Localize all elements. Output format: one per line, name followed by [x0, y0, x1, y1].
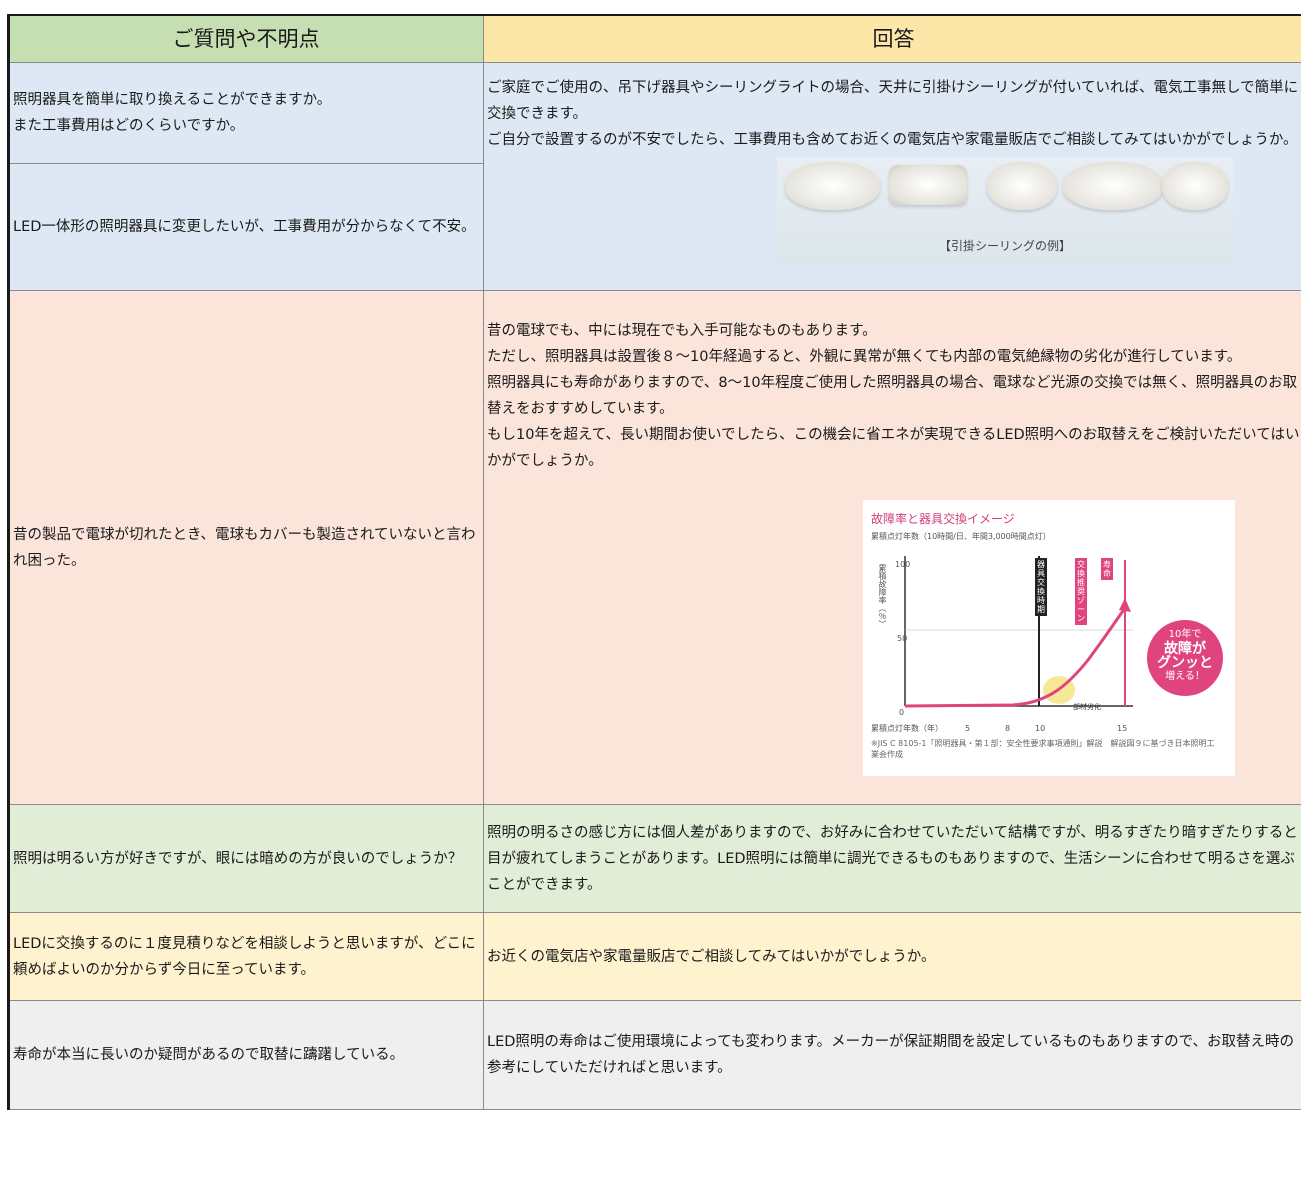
y-tick: 100 [895, 559, 911, 569]
answer-text: ただし、照明器具は設置後８～10年経過すると、外観に異常が無くても内部の電気絶縁… [487, 348, 1242, 365]
graph-zone-label: 部材劣化 [1073, 702, 1101, 711]
y-tick: 0 [899, 707, 905, 717]
faq-row: 昔の製品で電球が切れたとき、電球もカバーも製造されていないと言われ困った。 昔の… [8, 290, 1301, 805]
answer-text: ご自分で設置するのが不安でしたら、工事費用も含めてお近くの電気店や家電量販店でご… [487, 131, 1298, 148]
header-row: ご質問や不明点 回答 [8, 14, 1301, 63]
answer-text: もし10年を超えて、長い期間お使いでしたら、この機会に省エネが実現できるLED照… [487, 426, 1300, 469]
question-cell: LED一体形の照明器具に変更したいが、工事費用が分からなくて不安。 [8, 163, 484, 291]
bubble-text: 10年で [1168, 628, 1202, 640]
question-cell: 照明器具を簡単に取り換えることができますか。 また工事費用はどのくらいですか。 [8, 62, 484, 164]
answer-text: LED照明の寿命はご使用環境によっても変わります。メーカーが保証期間を設定してい… [487, 1034, 1295, 1076]
question-cell: 寿命が本当に長いのか疑問があるので取替に躊躇している。 [8, 1000, 484, 1110]
question-cell: 照明は明るい方が好きですが、眼には暗めの方が良いのでしょうか？ [8, 804, 484, 913]
bubble-text: 増える！ [1165, 670, 1205, 682]
graph-highlight-bubble: 10年で 故障が グンッと 増える！ [1147, 619, 1223, 696]
answer-text: ご家庭でご使用の、吊下げ器具やシーリングライトの場合、天井に引掛けシーリングが付… [487, 79, 1299, 122]
x-tick: 8 [1005, 723, 1011, 733]
ceiling-rosette-image [1162, 161, 1228, 210]
x-tick: 5 [965, 723, 971, 733]
question-cell: LEDに交換するのに１度見積りなどを相談しようと思いますが、どこに頼めばよいのか… [8, 912, 484, 1001]
question-text: 照明器具を簡単に取り換えることができますか。 [13, 92, 332, 108]
question-cell: 昔の製品で電球が切れたとき、電球もカバーも製造されていないと言われ困った。 [8, 290, 484, 805]
ceiling-rosette-image [987, 161, 1057, 210]
graph-tag-recommended-zone: 交換推奨ゾーン [1075, 557, 1087, 625]
faq-row: 寿命が本当に長いのか疑問があるので取替に躊躇している。 LED照明の寿命はご使用… [8, 1000, 1301, 1110]
graph-tag-replacement-time: 器具交換時期 [1035, 557, 1047, 616]
question-text: 照明は明るい方が好きですが、眼には暗めの方が良いのでしょうか？ [13, 850, 463, 867]
y-tick: 50 [897, 633, 908, 643]
question-text: LEDに交換するのに１度見積りなどを相談しようと思いますが、どこに頼めばよいのか… [13, 935, 476, 978]
graph-title: 故障率と器具交換イメージ [871, 511, 1015, 526]
ceiling-rosette-image [889, 164, 967, 205]
bubble-text: グンッと [1157, 654, 1213, 671]
faq-row: LEDに交換するのに１度見積りなどを相談しようと思いますが、どこに頼めばよいのか… [8, 912, 1301, 1001]
faq-row: 照明は明るい方が好きですが、眼には暗めの方が良いのでしょうか？ 照明の明るさの感… [8, 804, 1301, 913]
question-text: 昔の製品で電球が切れたとき、電球もカバーも製造されていないと言われ困った。 [13, 526, 476, 569]
graph-subtitle: 累積点灯年数（10時間/日、年間3,000時間点灯） [871, 531, 1051, 541]
photo-caption: 【引掛シーリングの例】 [938, 238, 1071, 253]
answer-cell: 昔の電球でも、中には現在でも入手可能なものもあります。 ただし、照明器具は設置後… [483, 290, 1301, 805]
question-text: また工事費用はどのくらいですか。 [13, 118, 245, 134]
top-cutoff-text-strip [0, 0, 1301, 11]
x-tick: 10 [1035, 723, 1046, 733]
graph-source-note: ※JIS C 8105-1「照明器具・第１部：安全性要求事項通則」解説 解説図９… [871, 738, 1215, 759]
x-tick: 15 [1117, 723, 1128, 733]
graph-tag-lifetime: 寿命 [1101, 557, 1113, 580]
answer-cell: 照明の明るさの感じ方には個人差がありますので、お好みに合わせていただいて結構です… [483, 804, 1301, 913]
failure-rate-graph-image: 故障率と器具交換イメージ 累積点灯年数（10時間/日、年間3,000時間点灯） … [863, 499, 1235, 776]
ceiling-rosette-photo: 【引掛シーリングの例】 [777, 156, 1233, 265]
graph-y-label: 累積故障率（％） [878, 563, 887, 628]
ceiling-rosette-image [785, 161, 880, 210]
answer-column-header: 回答 [483, 14, 1301, 63]
answer-text: お近くの電気店や家電量販店でご相談してみてはいかがでしょうか。 [487, 948, 936, 965]
answer-cell: お近くの電気店や家電量販店でご相談してみてはいかがでしょうか。 [483, 912, 1301, 1001]
answer-text: 照明器具にも寿命がありますので、8～10年程度ご使用した照明器具の場合、電球など… [487, 374, 1298, 417]
graph-x-label: 累積点灯年数（年） [871, 723, 943, 733]
bubble-text: 故障が [1164, 640, 1206, 657]
faq-row: 照明器具を簡単に取り換えることができますか。 また工事費用はどのくらいですか。 … [8, 62, 1301, 291]
faq-row: LED一体形の照明器具に変更したいが、工事費用が分からなくて不安。 [8, 163, 1301, 291]
answer-cell: ご家庭でご使用の、吊下げ器具やシーリングライトの場合、天井に引掛けシーリングが付… [483, 62, 1301, 291]
answer-cell: LED照明の寿命はご使用環境によっても変わります。メーカーが保証期間を設定してい… [483, 1000, 1301, 1110]
question-text: LED一体形の照明器具に変更したいが、工事費用が分からなくて不安。 [13, 219, 476, 235]
answer-text: 照明の明るさの感じ方には個人差がありますので、お好みに合わせていただいて結構です… [487, 824, 1298, 893]
question-text: 寿命が本当に長いのか疑問があるので取替に躊躇している。 [13, 1047, 405, 1063]
graph-lines [904, 555, 1133, 707]
faq-table: ご質問や不明点 回答 照明器具を簡単に取り換えることができますか。 また工事費用… [7, 14, 1301, 1110]
answer-text: 昔の電球でも、中には現在でも入手可能なものもあります。 [487, 322, 877, 339]
ceiling-rosette-image [1063, 161, 1163, 210]
question-column-header: ご質問や不明点 [8, 14, 484, 63]
